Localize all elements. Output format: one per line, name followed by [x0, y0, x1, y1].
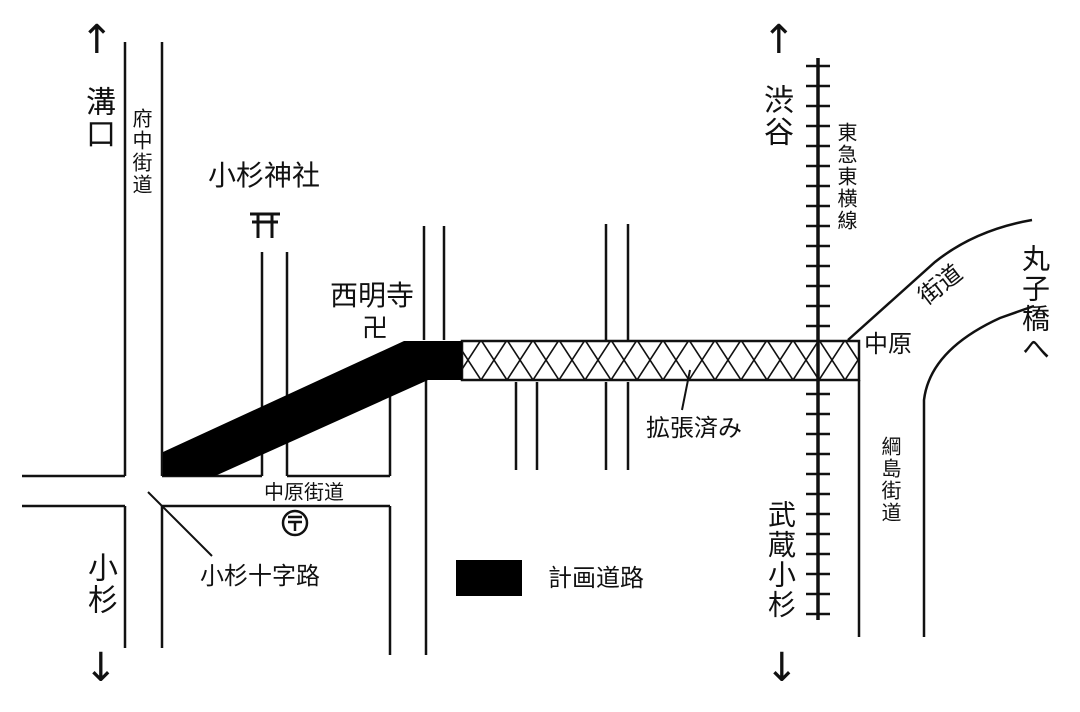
- shrine-gate-icon: [250, 212, 280, 238]
- legend-planned-road-label: 計画道路: [548, 564, 644, 592]
- tsunashima-kaido-road: [847, 218, 1035, 637]
- middle-roads: [514, 224, 630, 470]
- leader-lines: [147, 369, 691, 557]
- arrow-up-right-icon: ↑: [762, 17, 796, 63]
- post-office-icon: [281, 509, 309, 537]
- manji-temple-icon: 卍: [362, 314, 389, 344]
- fuchu-kaido-road: [123, 42, 164, 648]
- planned-road-section: [163, 341, 462, 476]
- label-tsunashima-kaido: 綱島街道: [878, 436, 902, 524]
- label-tokyu-toyoko-line: 東急東横線: [834, 122, 858, 232]
- expanded-road-section: [460, 339, 861, 382]
- label-nakahara-kaido-right-1: 中原: [864, 330, 912, 358]
- tokyu-toyoko-railway: [806, 58, 830, 620]
- label-kosugi-jujiro: 小杉十字路: [200, 562, 320, 590]
- legend-planned-road-swatch: [456, 560, 522, 596]
- label-saimyoji: 西明寺: [330, 279, 415, 312]
- label-kosugi-jinja: 小杉神社: [208, 159, 321, 192]
- label-musashi-kosugi: 武蔵小杉: [764, 500, 797, 620]
- label-nakahara-kaido-bottom: 中原街道: [264, 480, 344, 504]
- label-mizonokuchi: 溝口: [80, 86, 115, 150]
- label-kakucho-zumi: 拡張済み: [646, 414, 742, 442]
- legend: 計画道路: [456, 556, 716, 600]
- arrow-down-left-icon: ↓: [84, 645, 118, 691]
- arrow-down-right-icon: ↓: [765, 645, 799, 691]
- nakahara-kaido-road: [22, 392, 392, 655]
- label-kosugi: 小杉: [82, 552, 117, 616]
- label-fuchu-kaido: 府中街道: [129, 108, 153, 196]
- label-maruko-bashi: 丸子橋へ: [1018, 244, 1051, 364]
- arrow-up-left-icon: ↑: [80, 17, 114, 63]
- label-shibuya: 渋谷: [758, 84, 793, 148]
- saimyoji-road: [422, 226, 446, 655]
